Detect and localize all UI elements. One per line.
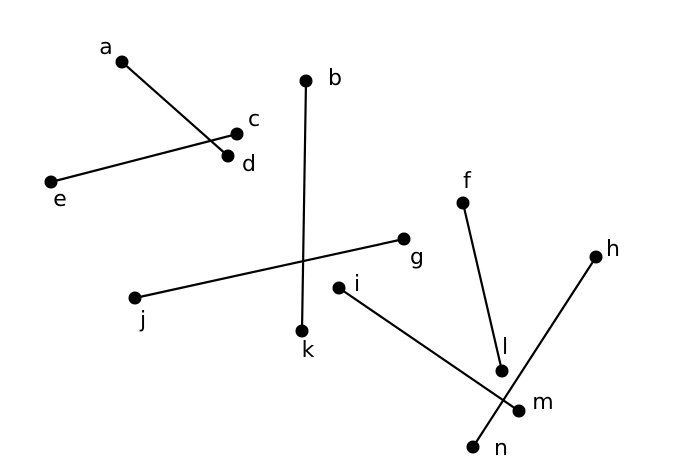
point-label-i: i	[354, 272, 360, 297]
point-m	[512, 404, 526, 418]
point-label-b: b	[328, 66, 342, 91]
point-i	[332, 281, 346, 295]
segment-h-n	[471, 255, 598, 449]
point-a	[115, 55, 129, 69]
point-f	[456, 196, 470, 210]
segment-a-d	[120, 60, 230, 158]
point-e	[44, 175, 58, 189]
point-h	[589, 250, 603, 264]
point-label-g: g	[410, 245, 424, 270]
segment-c-e	[49, 132, 239, 184]
point-l	[495, 364, 509, 378]
point-label-d: d	[242, 152, 256, 177]
points-layer	[44, 55, 603, 454]
point-label-m: m	[532, 390, 553, 415]
point-label-c: c	[248, 107, 260, 132]
point-n	[466, 440, 480, 454]
point-label-k: k	[302, 338, 315, 363]
point-k	[295, 324, 309, 338]
point-label-a: a	[99, 35, 112, 60]
point-g	[397, 232, 411, 246]
point-label-n: n	[494, 436, 508, 461]
point-d	[221, 149, 235, 163]
segment-j-g	[133, 237, 406, 300]
point-label-f: f	[463, 169, 472, 194]
point-b	[299, 74, 313, 88]
point-label-j: j	[139, 308, 146, 333]
point-label-e: e	[53, 187, 67, 212]
segment-b-k	[300, 79, 308, 333]
segment-f-l	[461, 201, 504, 373]
segments-layer	[49, 60, 598, 449]
point-c	[230, 127, 244, 141]
point-label-h: h	[606, 237, 620, 262]
labels-layer: a b cd e f g h i j k l mn	[53, 35, 620, 461]
point-j	[128, 291, 142, 305]
point-label-l: l	[502, 335, 508, 360]
segment-i-m	[337, 286, 521, 413]
